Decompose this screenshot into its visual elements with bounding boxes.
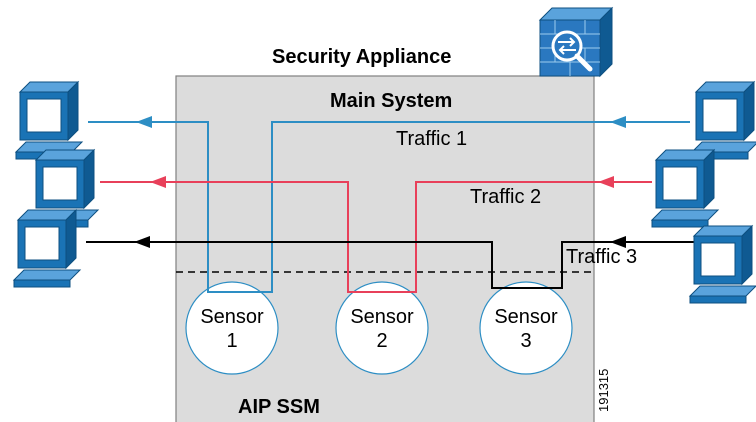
- traffic-2-path: [100, 181, 652, 293]
- sensor-2-label: Sensor 2: [336, 305, 428, 353]
- traffic-3-path: [86, 241, 694, 289]
- sensor-2-circle: [335, 281, 429, 375]
- sensor-2-line2: 2: [376, 330, 388, 352]
- computer-icon: [13, 209, 81, 288]
- sensor-1-line1: Sensor: [200, 306, 264, 328]
- sensor-3-line2: 3: [520, 330, 532, 352]
- sensor-3-label: Sensor 3: [480, 305, 572, 353]
- sensor-3-circle: [479, 281, 573, 375]
- appliance-title: Security Appliance: [272, 46, 452, 68]
- traffic-1-arrowhead-right: [610, 116, 626, 128]
- computer-icon: [651, 149, 719, 228]
- computer-icon: [15, 81, 83, 160]
- traffic-1-arrowhead-left: [136, 116, 152, 128]
- traffic-2-arrowhead-right: [598, 176, 614, 188]
- traffic-1-label: Traffic 1: [396, 128, 468, 150]
- traffic-2-label: Traffic 2: [470, 186, 542, 208]
- traffic-2-arrowhead-left: [150, 176, 166, 188]
- module-label: AIP SSM: [238, 396, 320, 418]
- firewall-ips-icon: [538, 6, 614, 78]
- sensor-2-line1: Sensor: [350, 306, 414, 328]
- computer-icon: [691, 81, 756, 160]
- sensor-1-circle: [185, 281, 279, 375]
- computer-icon: [689, 225, 756, 304]
- sensor-1-line2: 1: [226, 330, 238, 352]
- main-system-label: Main System: [330, 90, 453, 112]
- traffic-3-label: Traffic 3: [566, 246, 638, 268]
- traffic-1-path: [88, 121, 690, 293]
- figure-id: 191315: [596, 368, 611, 412]
- sensor-1-label: Sensor 1: [186, 305, 278, 353]
- traffic-3-arrowhead-right: [610, 236, 626, 248]
- sensor-3-line1: Sensor: [494, 306, 558, 328]
- traffic-3-arrowhead-left: [134, 236, 150, 248]
